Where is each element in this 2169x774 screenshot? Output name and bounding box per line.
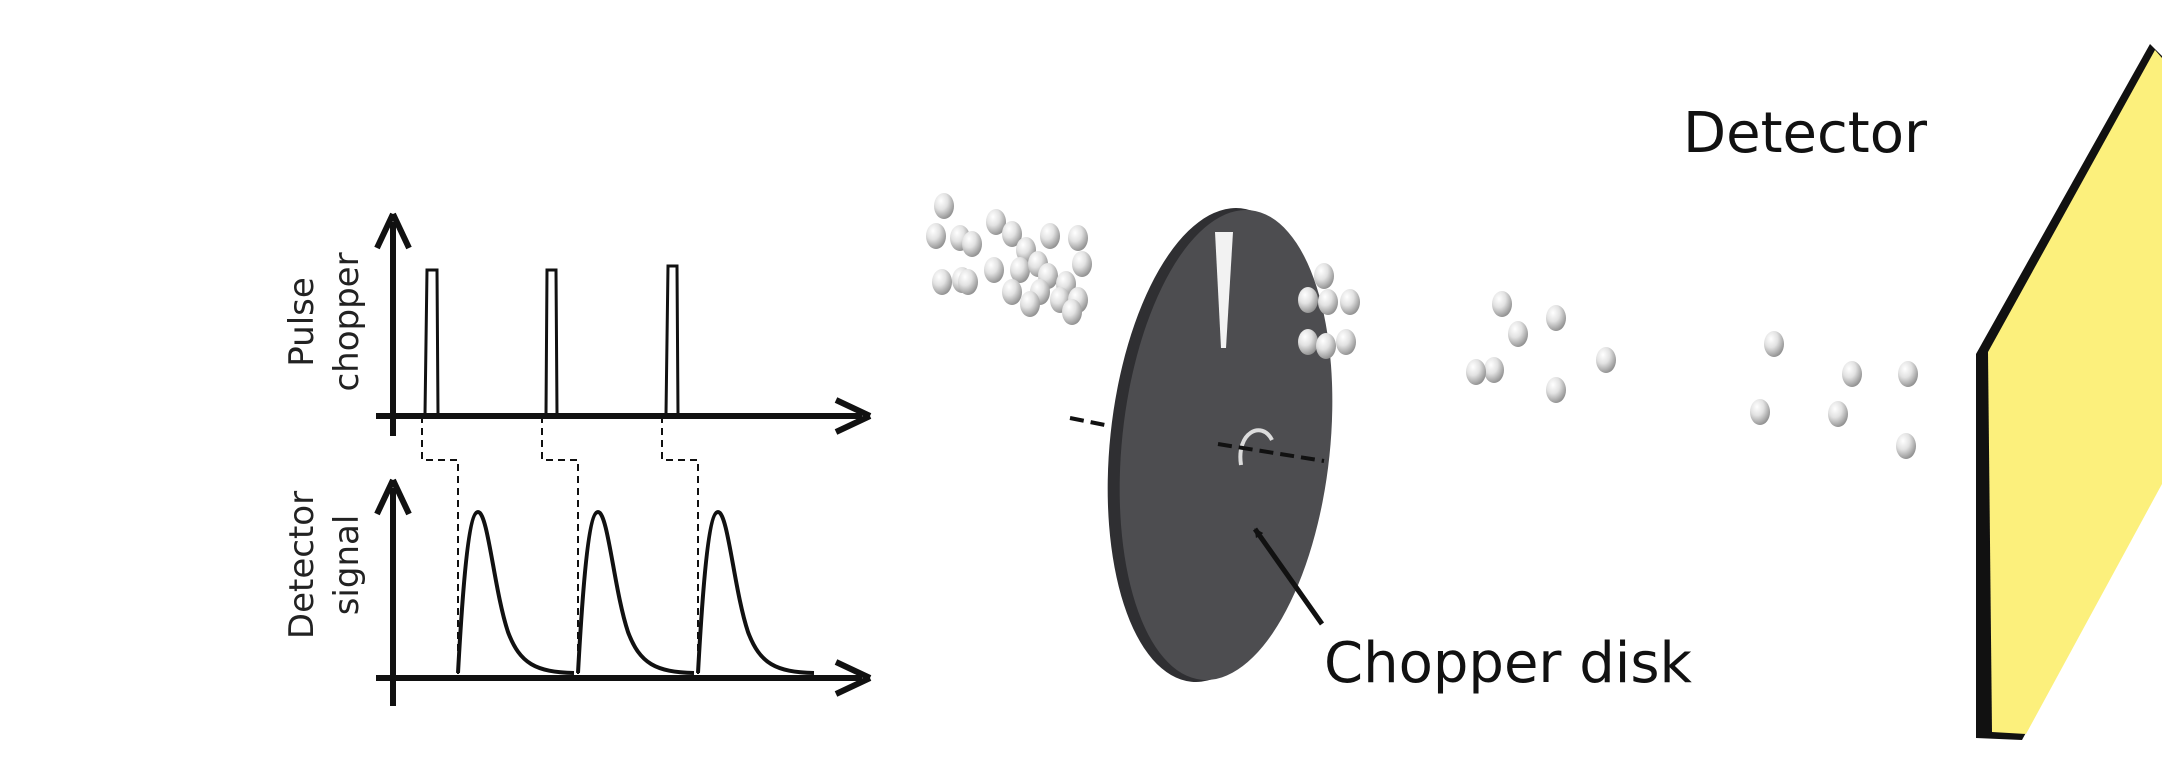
- particle-sphere: [1842, 361, 1862, 387]
- detector-face: [1988, 50, 2162, 734]
- particle-sphere: [1898, 361, 1918, 387]
- pulse-y-axis-arrowhead: [374, 212, 412, 250]
- particle-sphere: [932, 269, 952, 295]
- particle-sphere: [1546, 377, 1566, 403]
- pulse-chopper-label-line2: chopper: [327, 252, 367, 391]
- particle-sphere: [1596, 347, 1616, 373]
- signal-y-axis-arrowhead: [374, 478, 412, 516]
- particle-sphere: [1484, 357, 1504, 383]
- pulse-2: [544, 268, 559, 415]
- particle-sphere: [926, 223, 946, 249]
- chopper-disk: [1069, 208, 1333, 682]
- particle-sphere: [1492, 291, 1512, 317]
- pulse-chopper-label-line1: Pulse: [282, 277, 322, 367]
- particle-sphere: [1546, 305, 1566, 331]
- axle-left: [1069, 416, 1111, 428]
- particle-sphere: [1062, 299, 1082, 325]
- particle-sphere: [1010, 257, 1030, 283]
- axle-right: [1217, 442, 1325, 463]
- particle-sphere: [1072, 251, 1092, 277]
- signal-x-axis-arrowhead: [834, 659, 872, 697]
- particle-sphere: [1318, 289, 1338, 315]
- particle-sphere: [1764, 331, 1784, 357]
- particle-sphere: [1314, 263, 1334, 289]
- particle-sphere: [984, 257, 1004, 283]
- detector-signal-label-line1: Detector: [282, 491, 322, 639]
- detector-label: Detector: [1683, 101, 1928, 166]
- chopper-disk-arrow: [1252, 527, 1325, 626]
- detector-plate: [1976, 44, 2162, 740]
- particle-sphere: [1896, 433, 1916, 459]
- detector-signal-label-line2: signal: [327, 515, 367, 616]
- particle-sphere: [986, 209, 1006, 235]
- particle-sphere: [934, 193, 954, 219]
- particle-sphere: [1020, 291, 1040, 317]
- pulse-3: [664, 264, 680, 415]
- particle-sphere: [1068, 225, 1088, 251]
- timing-plots: [374, 212, 872, 706]
- particle-sphere: [1316, 333, 1336, 359]
- particle-sphere: [958, 269, 978, 295]
- particle-sphere: [1340, 289, 1360, 315]
- particle-sphere: [1336, 329, 1356, 355]
- disk-hub: [1238, 428, 1274, 466]
- signal-peak-1: [456, 509, 575, 675]
- particle-sphere: [1040, 223, 1060, 249]
- particle-sphere: [962, 231, 982, 257]
- particles: [926, 193, 1918, 459]
- particle-sphere: [1298, 329, 1318, 355]
- particle-sphere: [1508, 321, 1528, 347]
- pulse-1: [423, 268, 440, 415]
- particle-sphere: [1002, 279, 1022, 305]
- particle-sphere: [1828, 401, 1848, 427]
- disk-slot: [1215, 232, 1233, 348]
- particle-sphere: [1298, 287, 1318, 313]
- particle-sphere: [1002, 221, 1022, 247]
- pulse-x-axis-arrowhead: [834, 397, 872, 435]
- particle-sphere: [1750, 399, 1770, 425]
- dashed-connectors: [421, 416, 699, 674]
- signal-peak-3: [696, 509, 815, 675]
- chopper-disk-label: Chopper disk: [1324, 631, 1693, 696]
- signal-peak-2: [576, 509, 695, 675]
- particle-sphere: [1466, 359, 1486, 385]
